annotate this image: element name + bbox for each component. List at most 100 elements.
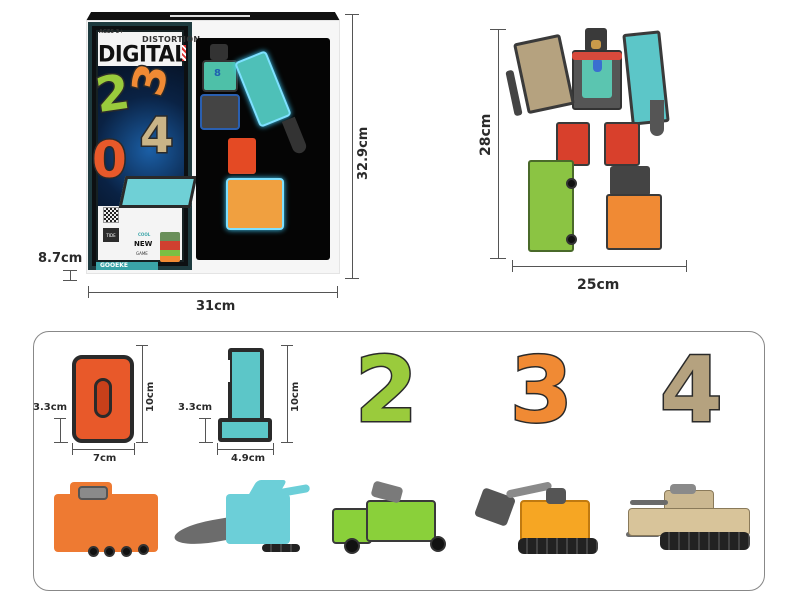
launcher-body (366, 500, 436, 542)
numeral-0-height-cap-bottom (136, 442, 148, 443)
numeral-2-piece: 2 (354, 338, 420, 443)
robot-height-label: 28cm (478, 113, 494, 156)
robot-hip-red-left (556, 122, 590, 166)
robot-left-leg-wheel-bottom (566, 234, 577, 245)
box-display-window: 8 (196, 38, 330, 260)
window-robot-chest-number: 8 (214, 68, 221, 79)
launcher-wheel-front (344, 538, 360, 554)
window-robot-waist (200, 94, 240, 130)
cool-label: COOL (138, 232, 151, 237)
robot-right-leg-dark (610, 166, 650, 196)
numeral-0-width-cap-left (72, 443, 73, 455)
game-label: GAME (136, 251, 148, 256)
title-stripe-decoration (182, 45, 186, 61)
robot-height-dim-cap-bottom (490, 258, 506, 259)
numeral-1-height-dim-line (287, 345, 288, 442)
numeral-0-width-dim-line (72, 449, 134, 450)
numeral-0-height-cap-top (136, 345, 148, 346)
numeral-4-piece: 4 (659, 338, 725, 443)
box-art-numeral-4: 4 (138, 108, 174, 164)
robot-height-dim-cap-top (490, 29, 506, 30)
box-art-numeral-1 (118, 176, 198, 208)
box-width-label: 31cm (196, 299, 236, 314)
numeral-1-width-label: 4.9cm (231, 453, 266, 464)
truck-wheel-2 (104, 546, 115, 557)
numeral-1-depth-cap-top (199, 418, 211, 419)
box-height-dim-line (352, 14, 353, 278)
components-panel (33, 331, 765, 591)
robot-chest-badge (593, 58, 602, 72)
window-robot-arm-cyan (234, 50, 292, 128)
numeral-1-width-cap-right (273, 443, 274, 455)
box-width-dim-cap-right (337, 286, 338, 298)
tide-badge: TIDE (103, 228, 119, 242)
truck-wheel-3 (121, 546, 132, 557)
truck-window (78, 486, 108, 500)
truck-wheel-1 (88, 546, 99, 557)
numeral-0-depth-cap-bottom (54, 442, 68, 443)
numeral-0-height-dim-line (142, 345, 143, 442)
excavator-track (518, 538, 598, 554)
tank-turret-top (670, 484, 696, 494)
brand-label: GOOEKE (96, 262, 158, 270)
jet-body (226, 494, 290, 544)
box-width-dim-cap-left (88, 286, 89, 298)
window-robot-blade (281, 116, 309, 156)
numeral-0-hole (94, 378, 112, 418)
box-height-dim-cap-top (345, 14, 359, 15)
numeral-1-height-cap-top (281, 345, 293, 346)
numeral-1-depth-dim-line (205, 418, 206, 442)
numeral-1-depth-cap-bottom (199, 442, 213, 443)
robot-width-label: 25cm (577, 277, 620, 293)
ages-label: AGES 3+ (99, 29, 124, 35)
numeral-0-depth-cap-top (54, 418, 66, 419)
robot-height-dim-line (498, 29, 499, 258)
numeral-1-base (218, 418, 272, 442)
window-robot-leg-red (228, 138, 256, 174)
robot-hip-red-right (604, 122, 640, 166)
box-depth-cap-bottom (63, 280, 77, 281)
robot-width-dim-line (512, 266, 686, 267)
numeral-0-width-cap-right (134, 443, 135, 455)
box-mini-robot (160, 232, 180, 262)
robot-left-leg-wheel-top (566, 178, 577, 189)
robot-width-dim-cap-left (512, 260, 513, 272)
new-label: NEW (134, 240, 153, 248)
truck-body (54, 494, 158, 552)
numeral-0-depth-dim-line (60, 418, 61, 442)
robot-shoulder-red (572, 52, 622, 60)
numeral-3-piece: 3 (509, 338, 575, 443)
robot-left-arm-numeral-4 (513, 33, 575, 115)
qr-code (103, 207, 119, 223)
box-depth-dim-line (70, 270, 71, 280)
series-label: DISTORTION (142, 35, 201, 44)
tank-track (660, 532, 750, 550)
box-art-numeral-0: 0 (91, 131, 129, 189)
robot-right-arm-blade (650, 100, 664, 136)
numeral-0-width-label: 7cm (93, 453, 117, 464)
robot-face (591, 40, 601, 49)
launcher-wheel-rear (430, 536, 446, 552)
box-top-strip (170, 15, 250, 17)
numeral-0-depth-label: 3.3cm (33, 402, 68, 413)
numeral-1-height-cap-bottom (281, 442, 293, 443)
box-depth-label: 8.7cm (38, 251, 83, 266)
numeral-1-width-cap-left (217, 443, 218, 455)
tank-gun-upper (630, 500, 668, 505)
truck-wheel-4 (138, 544, 149, 555)
numeral-1-notch (222, 360, 230, 382)
box-height-label: 32.9cm (356, 126, 371, 180)
window-robot-head (210, 44, 228, 60)
window-robot-chest (202, 60, 238, 92)
numeral-0-height-label: 10cm (145, 381, 156, 412)
package-title: DIGITAL (98, 41, 188, 67)
jet-base-track (262, 544, 300, 552)
window-robot-leg-orange (226, 178, 284, 230)
numeral-1-depth-label: 3.3cm (178, 402, 213, 413)
box-height-dim-cap-bottom (345, 278, 359, 279)
box-width-dim-line (88, 292, 338, 293)
robot-width-dim-cap-right (686, 260, 687, 272)
numeral-1-width-dim-line (217, 449, 273, 450)
excavator-cab (546, 488, 566, 504)
robot-right-leg-orange (606, 194, 662, 250)
